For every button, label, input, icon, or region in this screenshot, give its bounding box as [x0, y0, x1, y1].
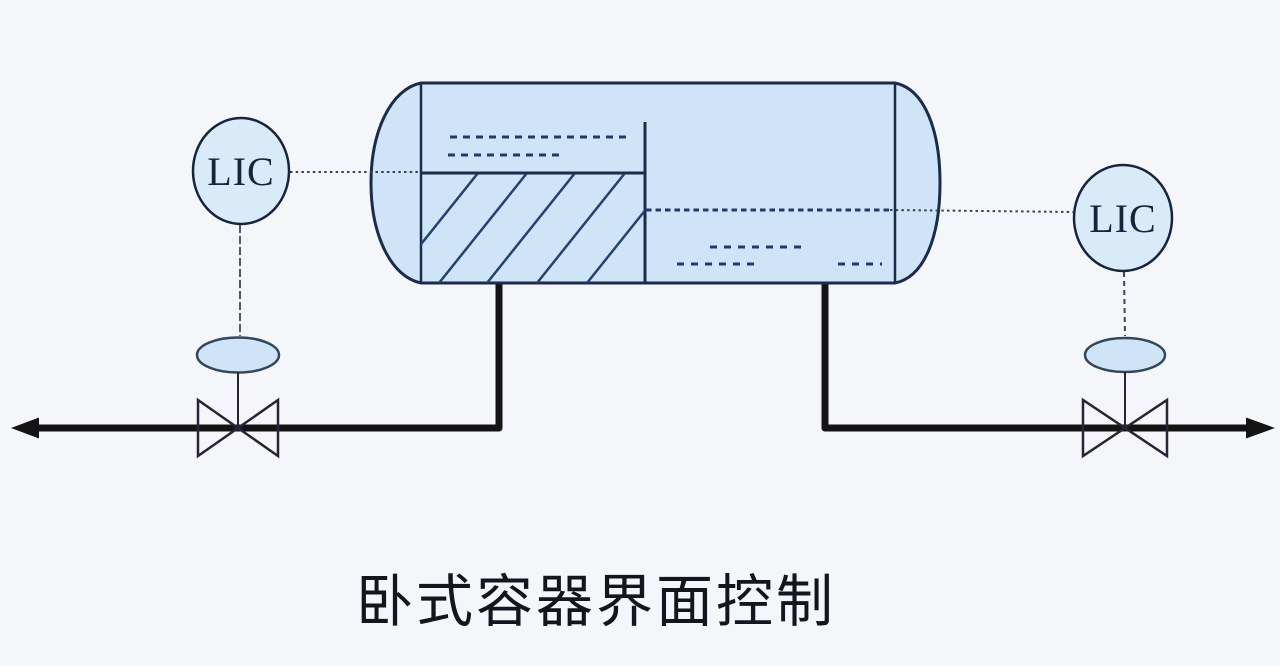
- hatch-line: [421, 174, 479, 247]
- instrument-tag-label: LIC: [207, 149, 274, 194]
- valve-body-right-wing: [1122, 397, 1169, 459]
- flow-arrow-left-icon: [11, 417, 39, 439]
- hatch-line: [586, 208, 645, 283]
- instrument-bubble: [191, 116, 291, 226]
- hatch-line: [438, 174, 528, 283]
- signal-lines: [239, 171, 1126, 337]
- diagram-title: 卧式容器界面控制: [356, 571, 836, 634]
- signal-line-right-valve: [1123, 271, 1126, 337]
- control-valve-left: [195, 336, 281, 459]
- interface-hatch: [421, 174, 645, 283]
- valve-body-left-wing: [196, 397, 241, 459]
- valve-body-left-wing: [1081, 397, 1128, 459]
- horizontal-vessel: [369, 81, 942, 285]
- instrument-tag-label: LIC: [1089, 196, 1156, 241]
- valve-actuator-diaphragm: [195, 336, 281, 374]
- flow-arrow-right-icon: [1246, 417, 1275, 439]
- valve-body-right-wing: [235, 397, 280, 459]
- signal-line-lic-right: [889, 209, 1074, 213]
- pipe-left: [30, 283, 503, 432]
- hatch-line: [486, 174, 576, 283]
- pipe-right: [821, 283, 1250, 432]
- hatch-line: [536, 174, 626, 283]
- lic-controller-left: LIC: [191, 116, 291, 226]
- valve-actuator-diaphragm: [1083, 336, 1167, 374]
- lic-controller-right: LIC: [1072, 163, 1174, 273]
- vessel-shell: [369, 81, 942, 285]
- control-valve-right: [1081, 336, 1169, 459]
- process-pipes: [11, 283, 1275, 439]
- instrument-bubble: [1072, 163, 1174, 273]
